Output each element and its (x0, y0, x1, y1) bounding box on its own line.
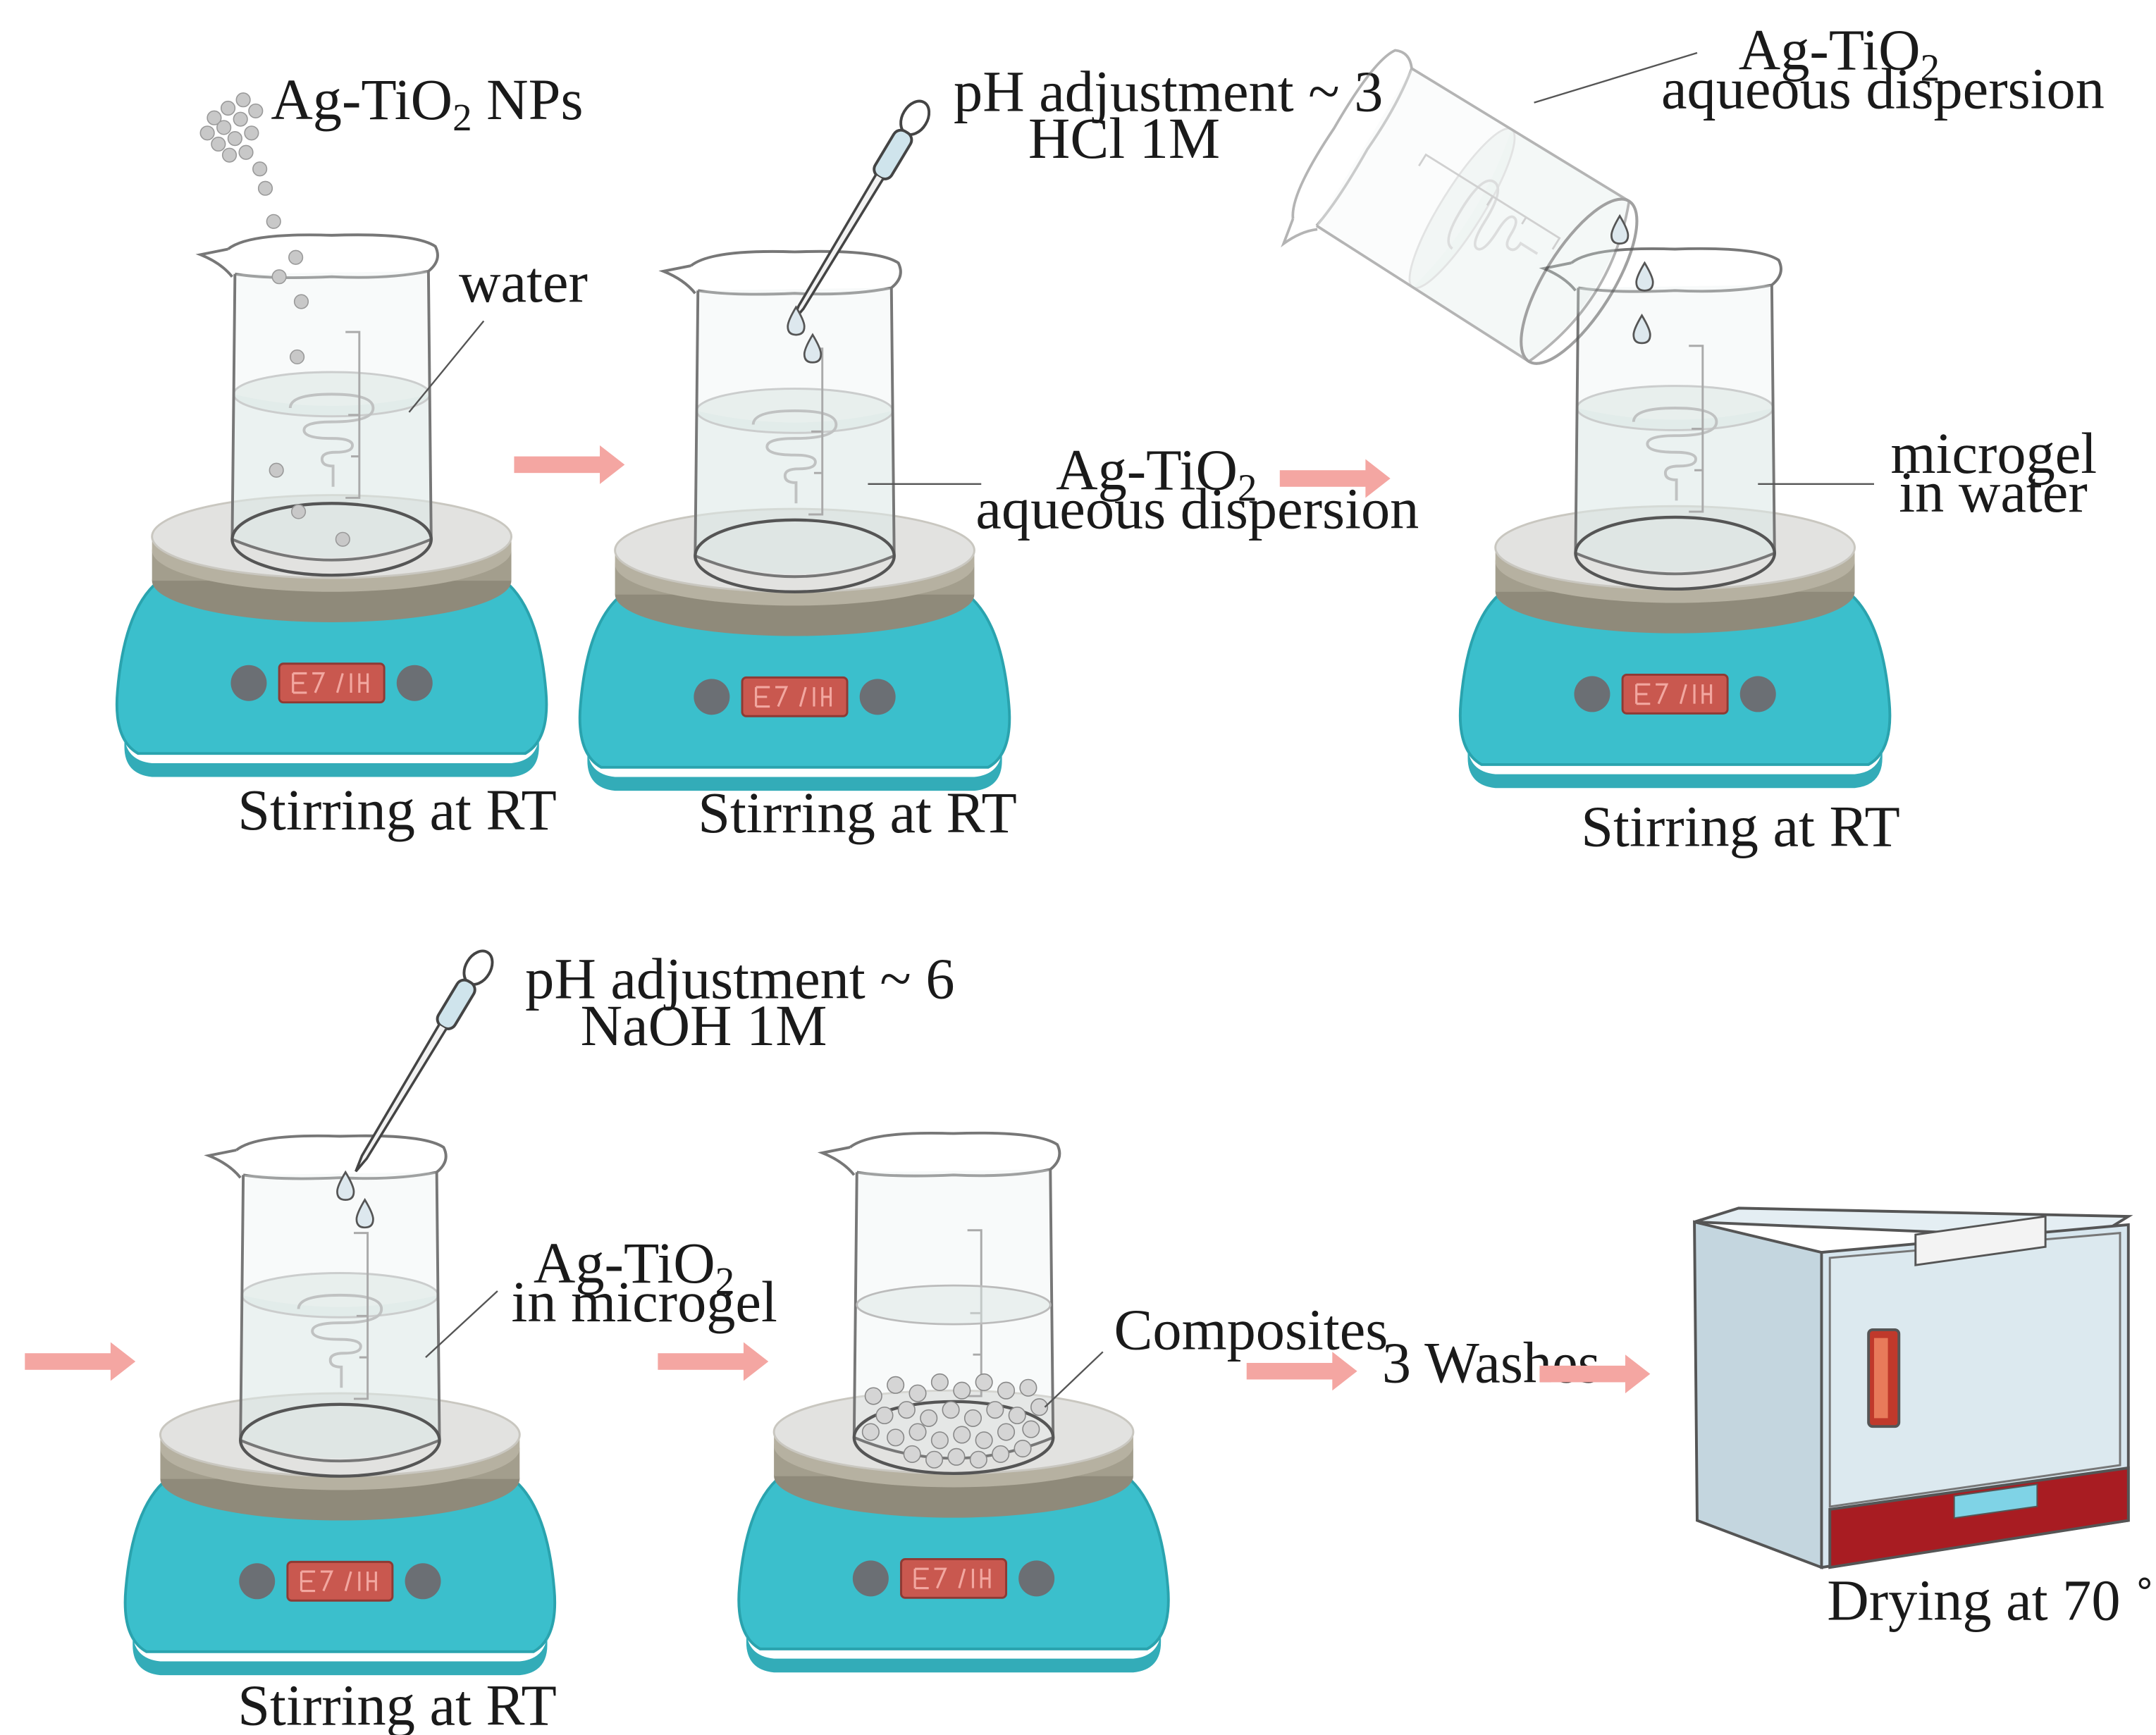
arrow-icon (25, 1342, 136, 1381)
beaker-icon (200, 235, 438, 575)
beaker-icon (663, 252, 901, 592)
stage-1-caption: Stirring at RT (238, 778, 557, 842)
mix-label: Ag-TiO2 (534, 1231, 734, 1302)
mix-leader-line (425, 1290, 498, 1359)
stage-7-caption: Drying at 70 ˚C (1827, 1569, 2156, 1633)
beaker-icon (209, 1136, 446, 1476)
composite-particles (861, 1373, 1049, 1469)
pipette-icon (343, 944, 500, 1180)
stage-1: Ag-TiO2 NPs water Stirring at RT (115, 68, 588, 842)
stage-3-caption: Stirring at RT (1581, 795, 1900, 859)
water-leader-line (408, 320, 485, 413)
stage-2: pH adjustment ~ 3 HCl 1M Ag-TiO2 aqueous… (578, 59, 1419, 845)
stage-4-caption: Stirring at RT (238, 1674, 557, 1735)
oven-icon (1693, 1206, 2133, 1570)
ph-label-1: pH adjustment ~ 3 (954, 59, 1383, 123)
drop-icon (1635, 261, 1654, 292)
stage-2-caption: Stirring at RT (698, 781, 1017, 845)
stage-5: Composites (737, 1133, 1388, 1674)
acid-label: HCl 1M (1028, 106, 1220, 171)
powder-label: Ag-TiO2 NPs (271, 68, 583, 139)
arrow-icon (658, 1342, 769, 1381)
water-label: water (459, 250, 588, 314)
composites-label: Composites (1114, 1297, 1388, 1362)
microgel-label: microgel (1891, 421, 2098, 486)
ph-label-2: pH adjustment ~ 6 (525, 946, 954, 1011)
arrow-icon (514, 445, 625, 484)
dispersion-label: Ag-TiO2 (1056, 438, 1257, 510)
microgel-label-2: in water (1899, 460, 2087, 524)
stage-3: Ag-TiO2 aqueous dispersion microgel in w… (1267, 18, 2105, 859)
stage-4: pH adjustment ~ 6 NaOH 1M Ag-TiO2 in mic… (123, 944, 955, 1735)
washes-label: 3 Washes (1382, 1330, 1601, 1395)
pour-leader-line (1534, 51, 1698, 104)
pour-label-2: aqueous dispersion (1661, 56, 2105, 121)
base-label: NaOH 1M (581, 994, 827, 1058)
dispersion-label-2: aqueous dispersion (975, 477, 1419, 541)
mix-label-2: in microgel (512, 1270, 777, 1334)
pour-label: Ag-TiO2 (1739, 18, 1940, 89)
powder-particles (199, 92, 350, 547)
composites-leader-line (1044, 1351, 1104, 1408)
